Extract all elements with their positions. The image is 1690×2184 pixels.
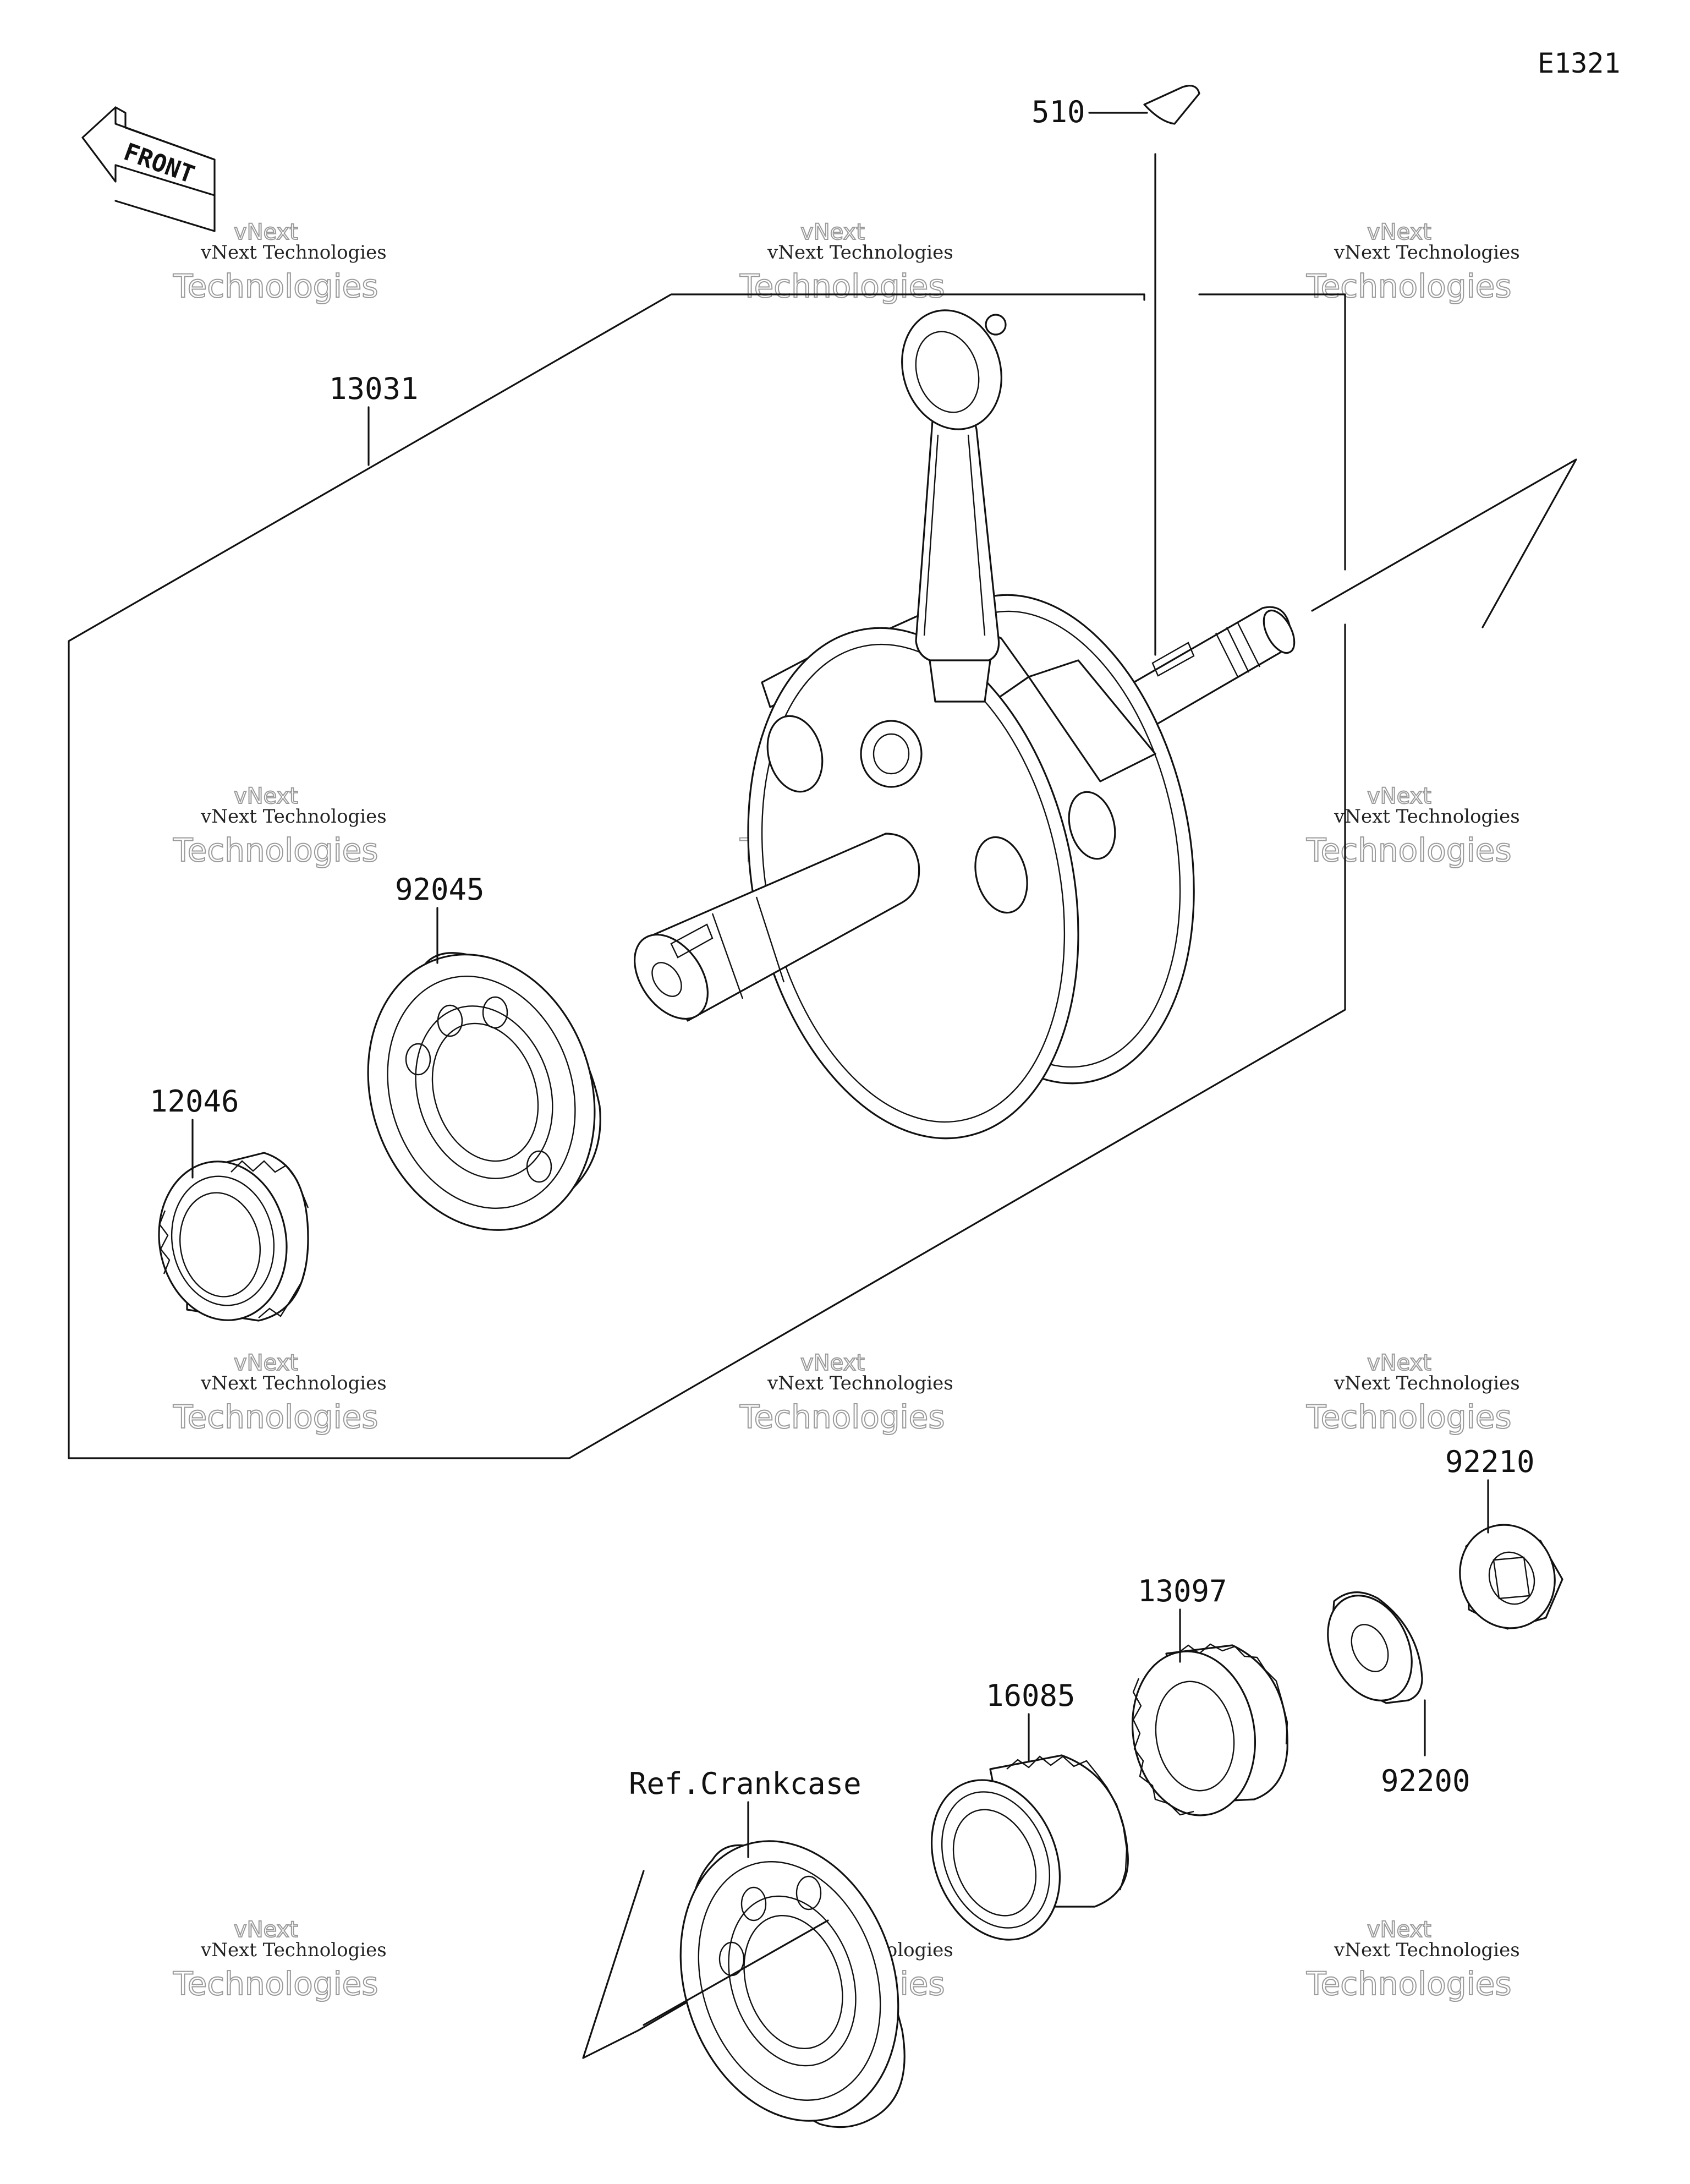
svg-text:Technologies: Technologies	[173, 1398, 378, 1436]
svg-text:Technologies: Technologies	[1306, 1398, 1512, 1436]
axis-break-upper	[1311, 458, 1577, 628]
svg-text:vNext Technologies: vNext Technologies	[767, 242, 953, 264]
callout-510: 510	[1031, 95, 1085, 129]
svg-text:vNext Technologies: vNext Technologies	[200, 1372, 387, 1394]
svg-text:Technologies: Technologies	[173, 1965, 378, 2002]
callout-ref-crankcase: Ref.Crankcase	[629, 1766, 862, 1801]
watermark: vNext vNext Technologies Technologies	[172, 1917, 387, 2003]
svg-text:vNext: vNext	[1367, 1917, 1431, 1942]
callout-92210: 92210	[1445, 1444, 1535, 1479]
svg-text:vNext: vNext	[234, 220, 298, 245]
svg-text:vNext: vNext	[1367, 784, 1431, 809]
crankshaft	[634, 309, 1296, 1140]
callout-92045: 92045	[395, 872, 485, 907]
svg-text:vNext: vNext	[1367, 220, 1431, 245]
callout-13031: 13031	[329, 371, 419, 406]
watermark: vNext vNext Technologies Technologies	[1305, 1917, 1520, 2003]
svg-text:Technologies: Technologies	[739, 1398, 945, 1436]
callout-92200: 92200	[1381, 1764, 1470, 1798]
svg-text:vNext Technologies: vNext Technologies	[1334, 1939, 1520, 1961]
diagram-code: E1321	[1538, 47, 1621, 79]
svg-text:vNext: vNext	[234, 784, 298, 809]
watermark: vNext vNext Technologies Technologies	[172, 219, 387, 305]
svg-text:Technologies: Technologies	[173, 831, 378, 869]
svg-text:vNext: vNext	[800, 1350, 865, 1376]
callout-16085: 16085	[986, 1678, 1076, 1713]
svg-text:vNext Technologies: vNext Technologies	[1334, 242, 1520, 264]
svg-text:Technologies: Technologies	[1306, 267, 1512, 305]
svg-text:vNext Technologies: vNext Technologies	[200, 1939, 387, 1961]
callout-12046: 12046	[150, 1084, 239, 1119]
watermark: vNext vNext Technologies Technologies	[1305, 783, 1520, 869]
svg-text:Technologies: Technologies	[173, 267, 378, 305]
svg-text:Technologies: Technologies	[739, 267, 945, 305]
svg-text:vNext Technologies: vNext Technologies	[200, 806, 387, 828]
callout-labels: 510 13031 92045 12046 92210 13097 16085 …	[150, 95, 1535, 1801]
watermark: vNext vNext Technologies Technologies	[739, 219, 953, 305]
svg-text:vNext: vNext	[1367, 1350, 1431, 1376]
svg-text:vNext Technologies: vNext Technologies	[767, 1372, 953, 1394]
leader-lines	[191, 112, 1489, 1858]
gear-13097	[1131, 1643, 1288, 1816]
gear-16085	[930, 1754, 1129, 1941]
watermark: vNext vNext Technologies Technologies	[739, 1350, 953, 1436]
svg-text:vNext Technologies: vNext Technologies	[1334, 806, 1520, 828]
bearing-ref-crankcase	[643, 1840, 906, 2128]
assembly-bracket	[68, 293, 1346, 1459]
svg-text:vNext Technologies: vNext Technologies	[1334, 1372, 1520, 1394]
front-arrow-icon: FRONT	[81, 106, 216, 232]
svg-text:vNext: vNext	[234, 1917, 298, 1942]
svg-text:vNext: vNext	[800, 220, 865, 245]
svg-text:vNext Technologies: vNext Technologies	[200, 242, 387, 264]
svg-text:vNext: vNext	[234, 1350, 298, 1376]
nut-92210	[1459, 1524, 1563, 1630]
callout-13097: 13097	[1138, 1574, 1227, 1608]
svg-text:Technologies: Technologies	[1306, 1965, 1512, 2002]
svg-text:Technologies: Technologies	[1306, 831, 1512, 869]
washer-92200	[1327, 1591, 1423, 1704]
watermark: vNext vNext Technologies Technologies	[172, 1350, 387, 1436]
watermark: vNext vNext Technologies Technologies	[172, 783, 387, 869]
key-510	[1143, 85, 1200, 656]
watermark: vNext vNext Technologies Technologies	[1305, 219, 1520, 305]
bearing-92045	[367, 952, 601, 1231]
gear-12046	[158, 1152, 309, 1322]
watermark: vNext vNext Technologies Technologies	[1305, 1350, 1520, 1436]
